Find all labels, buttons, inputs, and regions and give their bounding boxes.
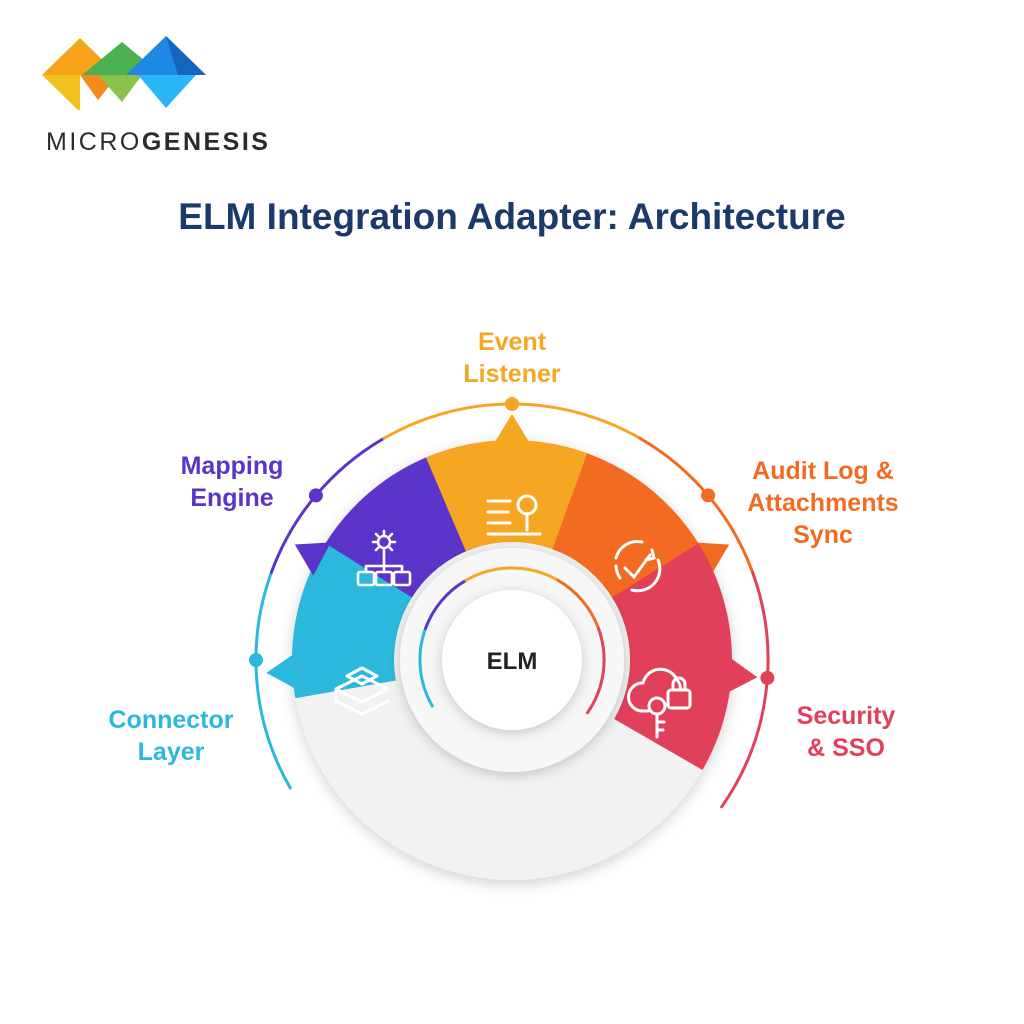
segment-security-pointer — [725, 656, 758, 694]
inner-arc-audit — [556, 578, 600, 630]
label-audit-line: Sync — [793, 521, 853, 549]
connector-dot-audit — [701, 488, 716, 503]
inner-arc-security — [585, 627, 606, 715]
connector-dot-mapping — [308, 488, 323, 503]
inner-arc-connector — [418, 627, 434, 708]
icon-group — [334, 494, 692, 739]
search-list-icon — [486, 494, 542, 536]
label-audit-line: Attachments — [747, 489, 899, 517]
label-event-line: Listener — [463, 360, 561, 388]
segment-mapping-pointer — [294, 542, 331, 576]
label-mapping-line: Engine — [190, 484, 274, 512]
brand-name: MICROGENESIS — [46, 128, 270, 157]
center-label: ELM — [487, 648, 538, 675]
label-security: Security & SSO — [778, 700, 914, 764]
label-connector-line: Connector — [108, 706, 234, 734]
connector-dot-security — [760, 670, 775, 685]
segment-event — [426, 439, 598, 552]
label-security-line: Security — [796, 702, 896, 730]
inner-arc-event — [464, 566, 560, 582]
inner-arc-mapping — [424, 578, 468, 630]
center-hub — [442, 590, 582, 730]
segment-event-pointer — [493, 414, 531, 445]
connector-dot-connector — [249, 653, 263, 667]
outer-arc-connector — [254, 570, 292, 790]
label-mapping-line: Mapping — [180, 452, 284, 480]
sync-check-icon — [614, 540, 662, 593]
brand-name-light: MICRO — [46, 128, 142, 156]
label-event-line: Event — [477, 328, 547, 356]
segment-group — [266, 414, 758, 770]
connector-dot-group — [249, 397, 775, 685]
outer-arc-security — [720, 570, 770, 809]
label-audit-line: Audit Log & — [752, 457, 894, 485]
segment-mapping — [325, 453, 472, 598]
connector-dot-event — [505, 397, 519, 411]
gear-hierarchy-icon — [356, 529, 412, 587]
segment-security — [612, 543, 733, 770]
label-connector-line: Layer — [137, 738, 205, 766]
inner-arc-group — [418, 566, 606, 715]
brand-logo-mark — [42, 36, 206, 110]
layers-icon — [334, 666, 390, 716]
brand-logo: MICROGENESIS — [38, 30, 268, 160]
label-security-line: & SSO — [807, 734, 885, 762]
segment-connector-pointer — [266, 652, 299, 691]
segment-audit — [552, 453, 703, 601]
brand-name-bold: GENESIS — [141, 128, 271, 156]
cloud-lock-key-icon — [627, 667, 692, 739]
page-title: ELM Integration Adapter: Architecture — [178, 196, 846, 237]
